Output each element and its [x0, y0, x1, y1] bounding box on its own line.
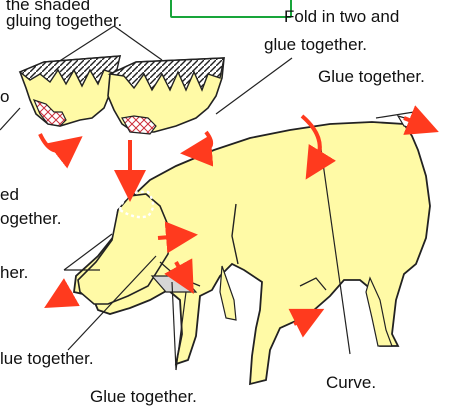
label-partial-o: o — [0, 88, 9, 105]
label-curve: Curve. — [326, 374, 376, 391]
label-fold-in-two: Fold in two and — [284, 8, 399, 25]
label-gluing-together: gluing together. — [6, 12, 122, 29]
label-glue-together-bottom: Glue together. — [90, 388, 197, 405]
antler-right — [108, 58, 224, 134]
label-ed: ed — [0, 186, 19, 203]
label-her: her. — [0, 264, 28, 281]
label-glue-together-fold: glue together. — [264, 36, 367, 53]
label-ogether: ogether. — [0, 210, 61, 227]
antler-left — [20, 56, 120, 126]
label-glue-together-top-right: Glue together. — [318, 68, 425, 85]
label-glue-together-bottom-left: lue together. — [0, 350, 94, 367]
moose-body — [74, 116, 430, 384]
